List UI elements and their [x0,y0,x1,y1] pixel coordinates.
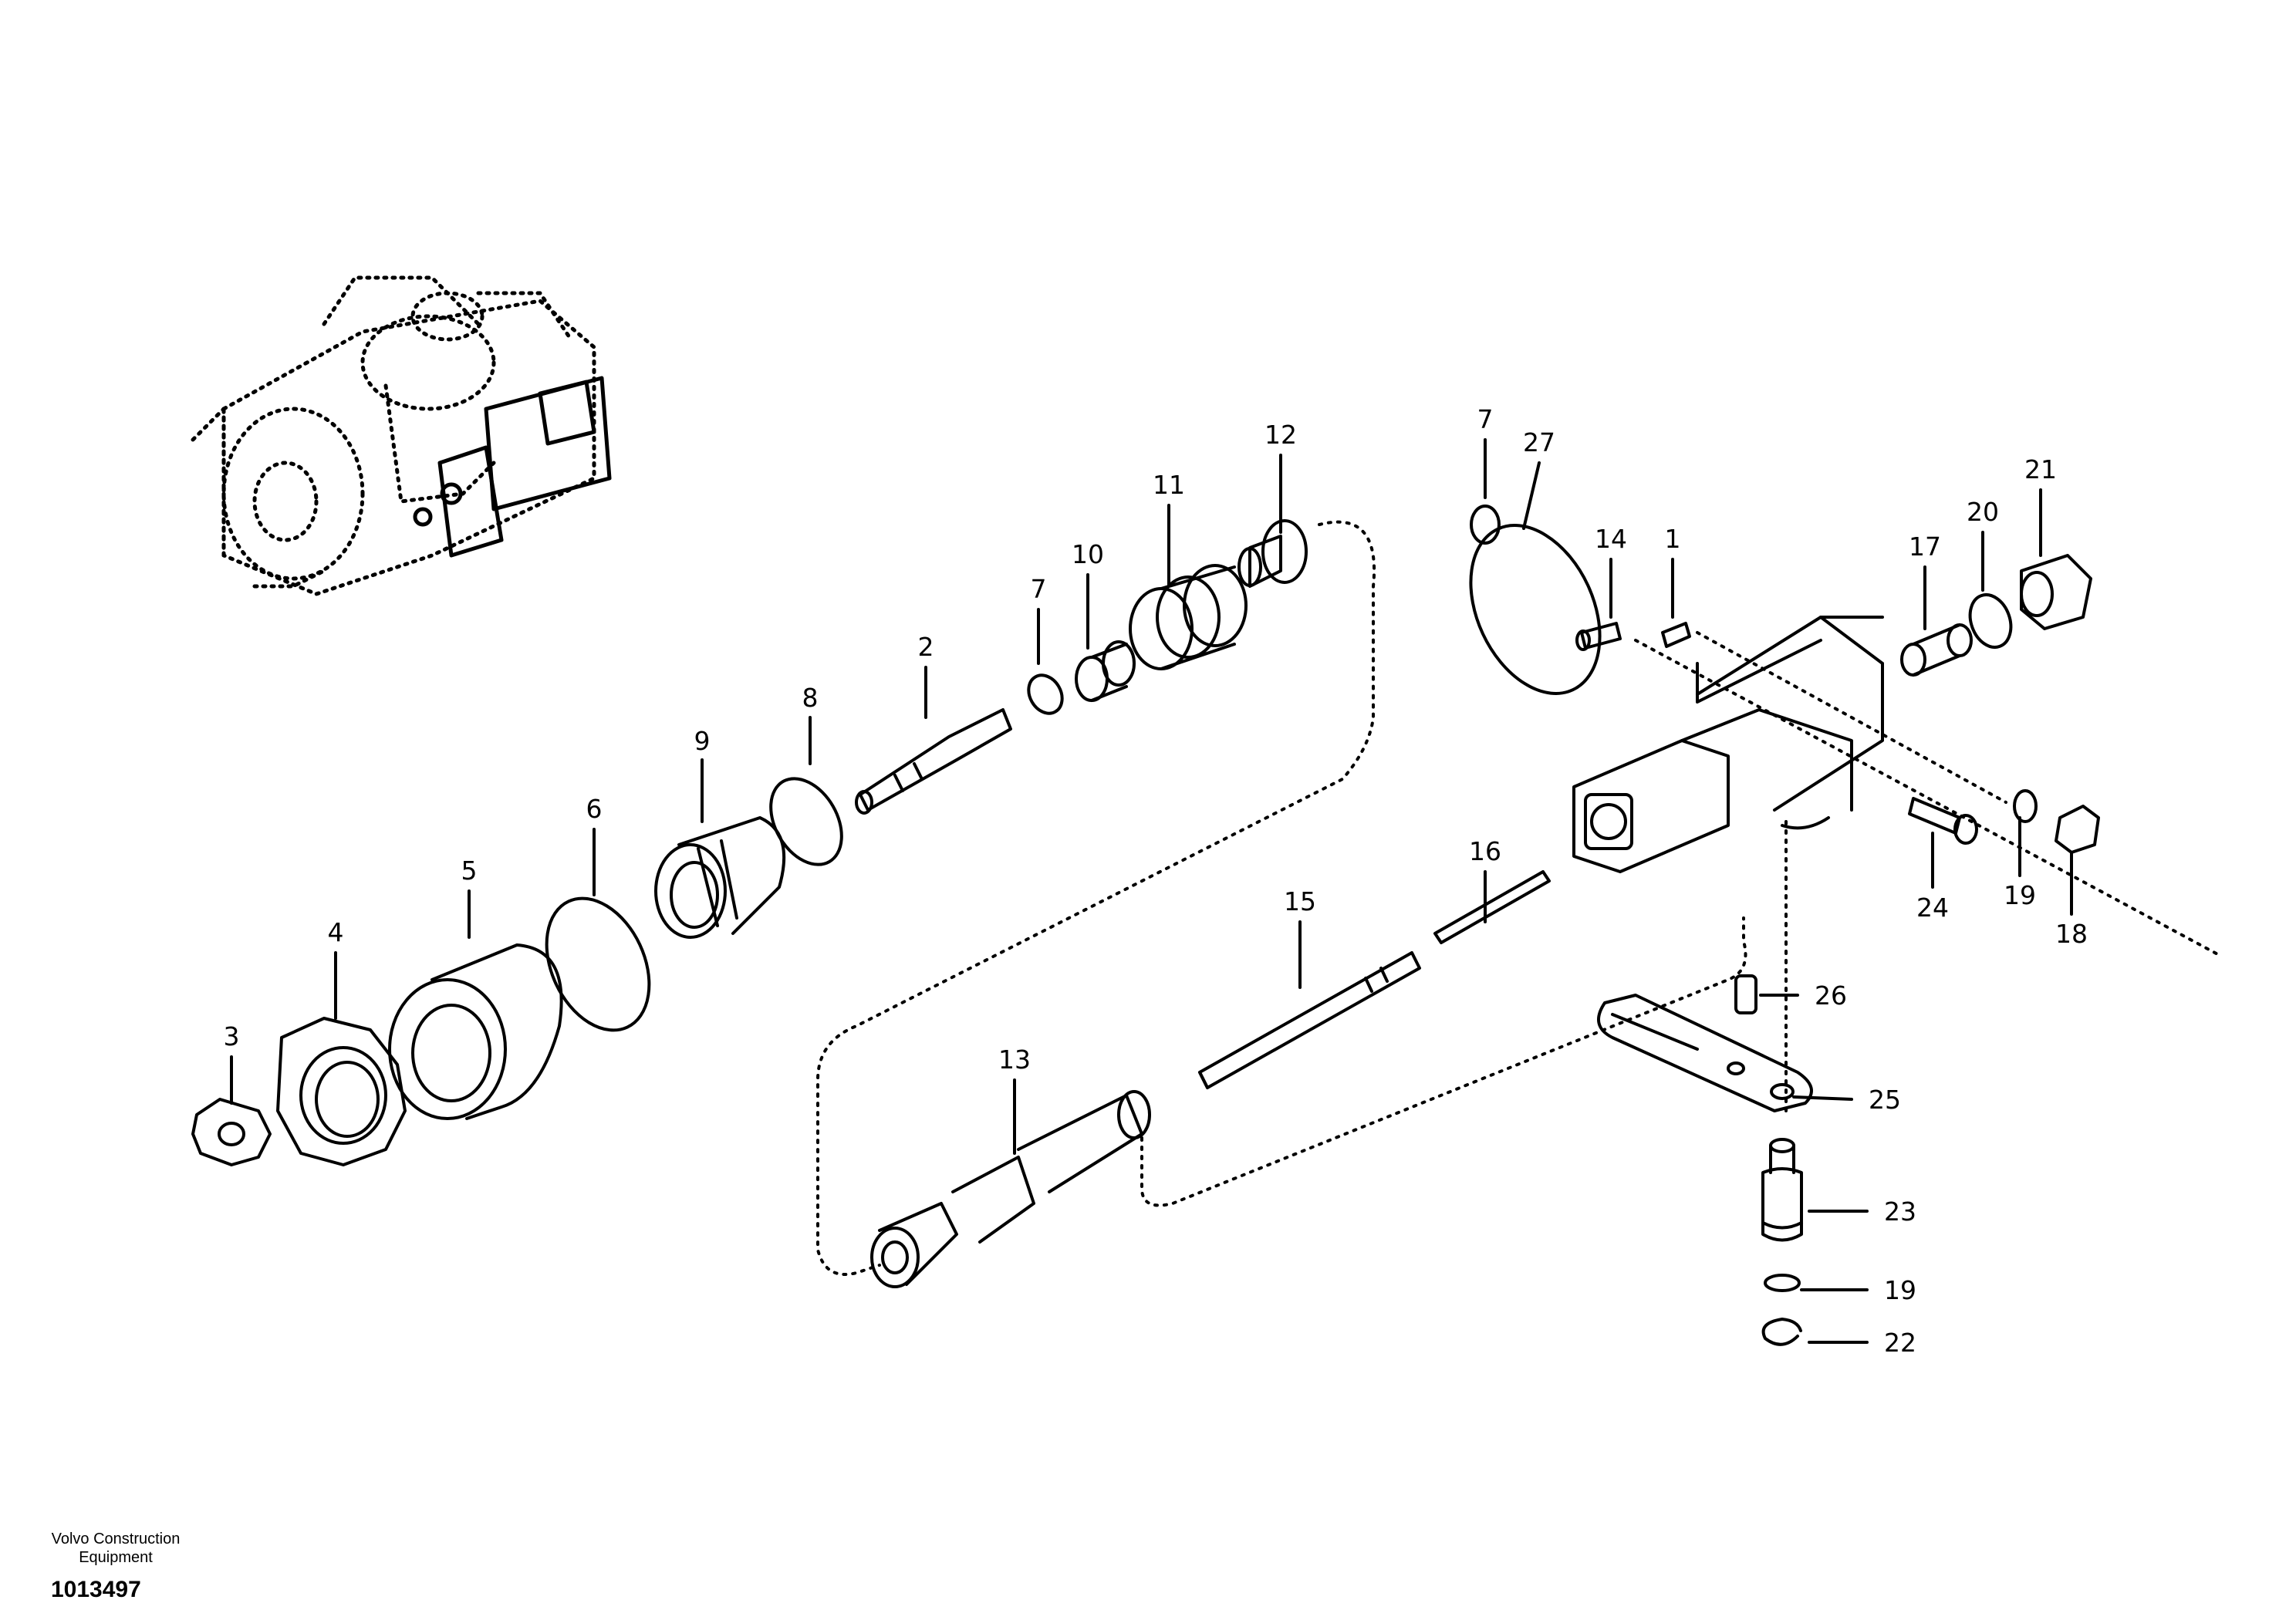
callout-5: 5 [461,856,478,886]
part-10-small-spring [1075,640,1136,702]
document-number: 1013497 [51,1577,141,1602]
part-23-pin [1761,1138,1803,1242]
callout-27: 27 [1523,427,1555,457]
callout-12: 12 [1264,420,1297,450]
part-26-pin [1734,974,1757,1014]
part-21-plug [2020,554,2092,630]
callout-2: 2 [918,632,934,662]
part-8-o-ring [769,777,843,866]
callout-7-left: 7 [1031,574,1047,604]
callout-6: 6 [586,794,603,824]
callout-9: 9 [694,726,711,756]
part-3-nut [191,1098,272,1166]
pump-overview-illustration [191,275,596,596]
callout-labels: 3 4 5 6 9 8 2 7 10 11 12 13 15 16 7 27 1… [224,404,2088,1358]
part-4-large-nut [276,1017,407,1166]
callout-19-upper: 19 [2004,880,2036,910]
part-11-large-spring [1129,564,1248,670]
part-25-lever [1597,994,1813,1112]
callout-18: 18 [2055,919,2088,949]
callout-3: 3 [224,1021,240,1051]
assembly-guide-lines [816,520,2223,1276]
part-20-o-ring [1968,593,2013,649]
callout-11: 11 [1153,470,1185,500]
part-5-sleeve [388,943,563,1120]
callout-10: 10 [1072,539,1104,569]
callout-16: 16 [1469,836,1501,866]
part-19-ring-a [2013,789,2038,823]
part-9-bushing [654,816,786,939]
callout-23: 23 [1884,1196,1916,1227]
part-19-ring-b [1764,1274,1801,1292]
part-15-shaft [1198,951,1421,1089]
part-13-piston [870,1090,1151,1288]
callout-26: 26 [1815,980,1847,1011]
pump-overview-valve-block [413,376,612,558]
brand-line-1: Volvo Construction [51,1531,181,1547]
valve-housing [1572,616,1884,873]
part-1-pin [1661,622,1691,648]
callout-25: 25 [1869,1085,1901,1115]
callout-8: 8 [802,683,819,713]
callout-19-lower: 19 [1884,1275,1916,1305]
brand-line-2: Equipment [79,1549,153,1566]
part-16-pin [1433,870,1551,944]
part-7-ring-b [1470,505,1501,545]
callout-14: 14 [1595,524,1627,554]
callout-7-right: 7 [1477,404,1494,434]
callout-13: 13 [998,1045,1031,1075]
part-2-spool [855,708,1012,815]
callout-1: 1 [1665,524,1681,554]
part-22-retaining-ring [1761,1318,1802,1346]
callout-24: 24 [1916,893,1949,923]
callout-leaders [230,438,2073,1344]
callout-20: 20 [1967,497,1999,527]
callout-4: 4 [328,917,344,947]
part-24-screw [1908,797,1978,845]
callout-22: 22 [1884,1328,1916,1358]
part-18-plug [2055,805,2100,854]
part-7-ring-a [1027,673,1064,715]
callout-17: 17 [1909,532,1941,562]
callout-21: 21 [2024,454,2057,484]
part-14-screw [1575,622,1622,651]
part-17-spring [1900,623,1973,677]
callout-15: 15 [1284,886,1316,916]
part-12-spring-seat [1237,519,1308,588]
part-6-o-ring [545,896,651,1032]
